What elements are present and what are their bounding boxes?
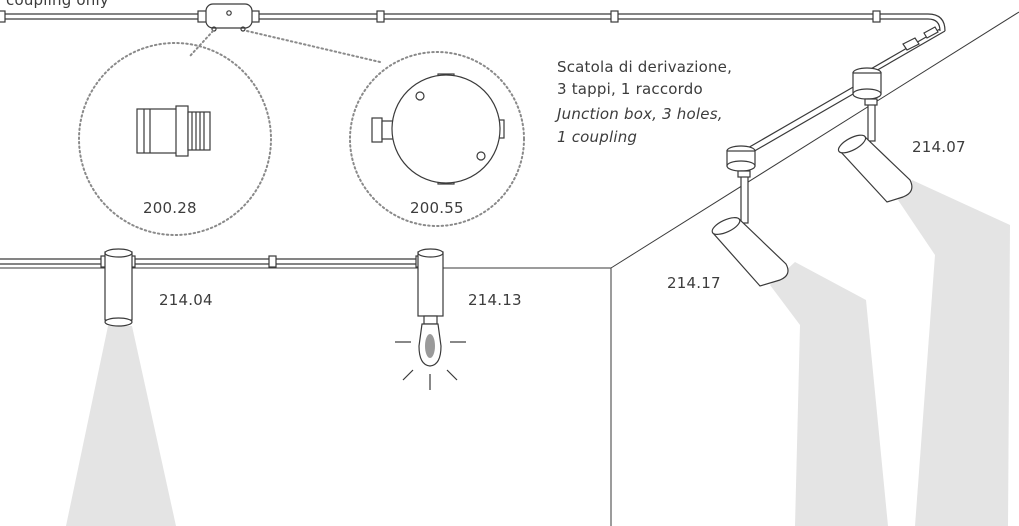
bulb-lamp-214-13 bbox=[395, 248, 466, 390]
junction-box-detail-icon bbox=[371, 73, 505, 185]
callout-connectors bbox=[78, 30, 525, 236]
wall-conduit bbox=[0, 255, 418, 268]
detail-circle-junction-box bbox=[349, 51, 525, 227]
conduit-clip bbox=[0, 10, 6, 23]
conduit-clip bbox=[376, 10, 385, 23]
code-label-214-07: 214.07 bbox=[912, 138, 966, 156]
conduit-clip bbox=[610, 10, 619, 23]
spotlight-214-04 bbox=[100, 248, 136, 327]
diagonal-conduit bbox=[745, 26, 946, 154]
junction-box-caption-en-line1: Junction box, 3 holes, bbox=[557, 105, 723, 123]
conduit-clip bbox=[268, 255, 277, 268]
light-beams bbox=[66, 180, 1010, 526]
code-label-214-04: 214.04 bbox=[159, 291, 213, 309]
beam-spot-214-04 bbox=[66, 326, 176, 526]
code-label-214-17: 214.17 bbox=[667, 274, 721, 292]
room-walls bbox=[0, 11, 1019, 526]
detail-circle-coupling bbox=[78, 42, 272, 236]
conduit-clip bbox=[902, 37, 920, 51]
conduit-clip bbox=[872, 10, 881, 23]
beam-spot-214-17 bbox=[770, 262, 888, 526]
top-conduit bbox=[0, 3, 946, 32]
junction-box-top bbox=[205, 3, 253, 29]
junction-box-caption-en-line2: 1 coupling bbox=[557, 128, 638, 146]
spotlight-214-07 bbox=[837, 67, 913, 203]
conduit-clip bbox=[923, 26, 939, 39]
code-label-214-13: 214.13 bbox=[468, 291, 522, 309]
right-wall-diagonal bbox=[610, 11, 1019, 269]
junction-box-caption-it-line1: Scatola di derivazione, bbox=[557, 58, 733, 76]
spotlight-214-17 bbox=[711, 145, 789, 287]
code-label-200-28: 200.28 bbox=[143, 199, 197, 217]
top-cut-label: coupling only bbox=[6, 0, 109, 9]
code-label-200-55: 200.55 bbox=[410, 199, 464, 217]
coupling-detail-icon bbox=[136, 105, 211, 157]
junction-box-caption-it-line2: 3 tappi, 1 raccordo bbox=[557, 80, 703, 98]
beam-spot-214-07 bbox=[898, 180, 1010, 526]
